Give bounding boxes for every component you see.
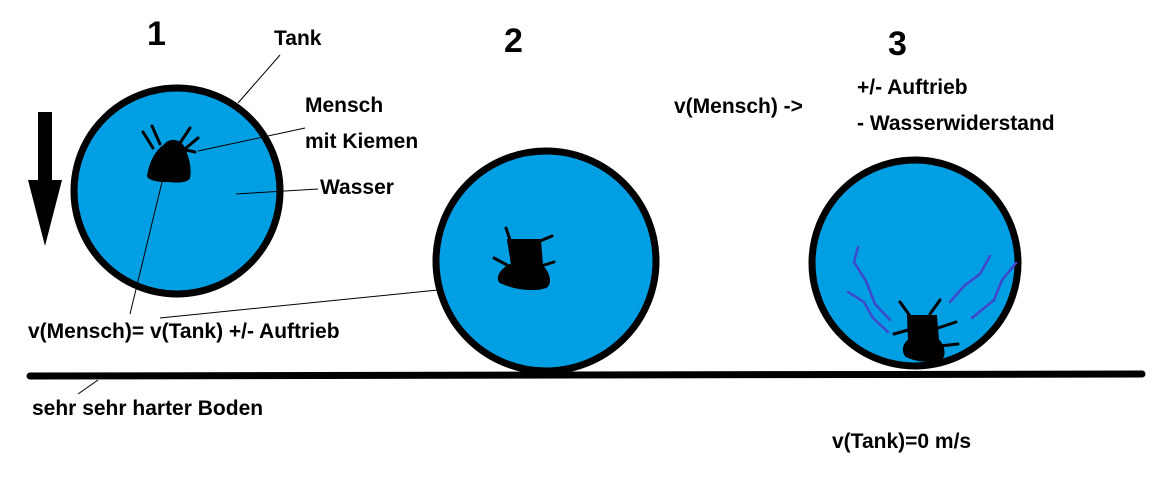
tank-2 xyxy=(432,147,660,375)
down-arrow-icon xyxy=(28,112,62,246)
tank-velocity-label: v(Tank)=0 m/s xyxy=(832,430,971,453)
water-label-leader xyxy=(235,188,319,195)
tank-label-leader xyxy=(237,54,281,104)
ground-line xyxy=(26,370,1146,380)
person-label-line2: mit Kiemen xyxy=(305,130,418,153)
scene-number-1: 1 xyxy=(147,15,166,53)
ground-label: sehr sehr harter Boden xyxy=(32,397,263,420)
scene-1: 1 Tank Mensch mit Kiemen Wasser v(Mensch… xyxy=(28,15,498,343)
velocity-label: v(Mensch) -> xyxy=(674,95,803,118)
person-label-line1: Mensch xyxy=(305,94,383,117)
water-motion-lines xyxy=(846,245,1018,334)
effect-buoyancy: +/- Auftrieb xyxy=(857,76,968,99)
tank-1 xyxy=(70,84,284,298)
ground-label-leader xyxy=(77,379,99,395)
person-icon xyxy=(141,124,200,183)
water-label: Wasser xyxy=(320,176,394,199)
person-icon xyxy=(892,298,960,362)
scene-number-3: 3 xyxy=(888,25,907,63)
effect-water-resistance: - Wasserwiderstand xyxy=(857,112,1055,135)
scene-number-2: 2 xyxy=(504,22,523,60)
velocity-formula: v(Mensch)= v(Tank) +/- Auftrieb xyxy=(28,320,340,343)
formula-leader-to-person-1 xyxy=(129,177,164,315)
scene-2: 2 xyxy=(432,22,660,375)
tank-3 xyxy=(808,156,1022,370)
scene-3: 3 v(Mensch) -> +/- Auftrieb - Wasserwide… xyxy=(674,25,1055,453)
person-icon xyxy=(492,226,556,291)
person-label-leader xyxy=(197,127,306,152)
tank-label: Tank xyxy=(274,27,322,50)
